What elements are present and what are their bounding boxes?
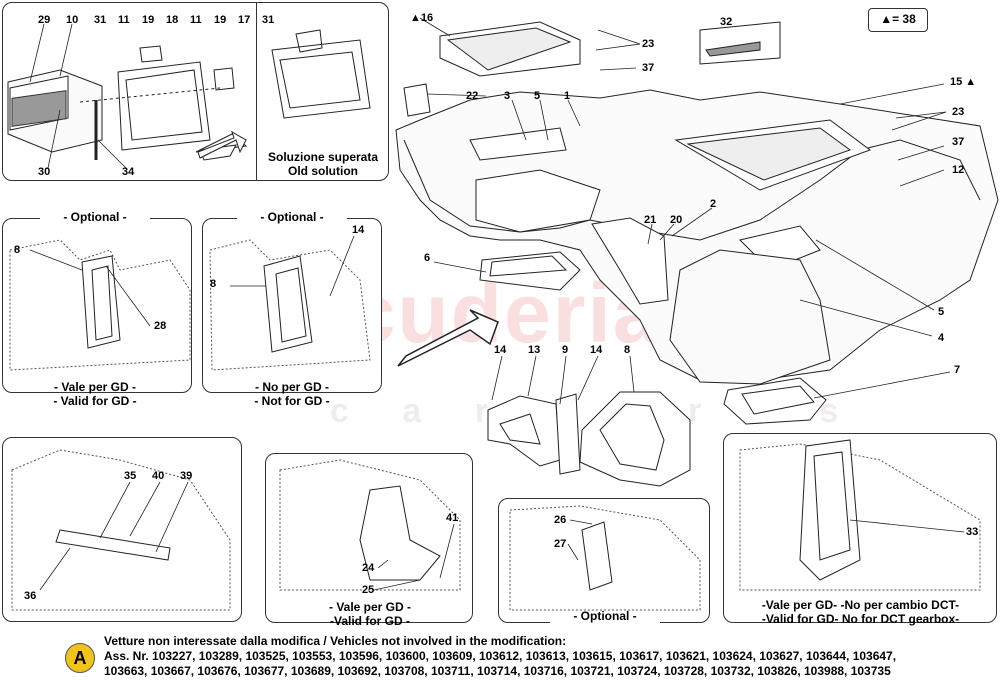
optional-title: - Optional -	[40, 210, 150, 224]
part-label: 5	[534, 90, 541, 102]
part-label: 26	[554, 514, 567, 526]
part-label: 8	[624, 344, 631, 356]
part-label: 29	[38, 14, 51, 26]
part-label: 23	[952, 106, 965, 118]
part-label: 18	[166, 14, 179, 26]
part-label: 24	[362, 562, 375, 574]
footer-line: Ass. Nr. 103227, 103289, 103525, 103553,…	[104, 649, 897, 663]
part-label: 32	[720, 16, 733, 28]
center-brackets-drawing	[487, 391, 691, 487]
leader-lines	[29, 17, 965, 591]
part-label: 14	[352, 224, 365, 236]
old-solution-arrow	[197, 130, 247, 159]
part-label: 30	[38, 166, 51, 178]
part-label: 22	[466, 90, 479, 102]
part-label: 12	[952, 164, 965, 176]
part-label: 8	[14, 244, 21, 256]
part-label: 35	[124, 470, 137, 482]
part-label: 40	[152, 470, 165, 482]
part-label: 41	[446, 512, 459, 524]
direction-arrow	[397, 309, 499, 367]
part-label: 14	[494, 344, 507, 356]
part-label: 13	[528, 344, 541, 356]
part-label: 11	[190, 14, 202, 26]
part-label: 11	[118, 14, 130, 26]
optional-title: - Optional -	[237, 210, 347, 224]
part-label: 25	[362, 584, 375, 596]
footer-line: Vetture non interessate dalla modifica /…	[104, 634, 567, 648]
legend-box: ▲= 38	[868, 8, 928, 32]
part-label: 27	[554, 538, 567, 550]
part-label: 33	[966, 526, 979, 538]
part-label: 3	[504, 90, 511, 102]
footer-note: Vetture non interessate dalla modifica /…	[104, 634, 1000, 684]
panel-caption: - No per GD -- Not for GD -	[254, 380, 330, 408]
part-label: 28	[154, 320, 167, 332]
part-label: 14	[590, 344, 603, 356]
part-label: 17	[238, 14, 251, 26]
part-label: 10	[66, 14, 79, 26]
part-label: 15 ▲	[950, 76, 977, 88]
part-label: 34	[122, 166, 135, 178]
panel-caption: - Vale per GD --Valid for GD -	[328, 600, 412, 628]
part-label: 1	[564, 90, 571, 102]
part-label: 8	[210, 278, 217, 290]
part-label: 36	[24, 590, 37, 602]
part-label: 37	[642, 62, 655, 74]
part-label: 7	[954, 364, 961, 376]
floor-carpet-drawing	[395, 21, 999, 425]
part-label: 4	[938, 332, 945, 344]
part-label: 6	[424, 252, 431, 264]
part-label: 19	[142, 14, 155, 26]
note-badge-a: A	[65, 643, 95, 673]
ecu-board-drawing	[7, 29, 371, 161]
part-label: 5	[938, 306, 945, 318]
part-label: 39	[180, 470, 193, 482]
part-label: 31	[262, 14, 275, 26]
part-label: 21	[644, 214, 657, 226]
panel-trunk-detail	[2, 437, 242, 622]
panel-divider	[256, 2, 257, 181]
part-label: ▲16	[410, 12, 434, 24]
part-label: 31	[94, 14, 107, 26]
part-label: 20	[670, 214, 683, 226]
part-label: 37	[952, 136, 965, 148]
part-label: 9	[562, 344, 569, 356]
optional-panels-drawing	[9, 239, 981, 611]
optional-title: - Optional -	[550, 609, 660, 623]
panel-caption: - Vale per GD -- Valid for GD -	[53, 380, 137, 408]
panel-dct	[723, 433, 997, 623]
panel-caption: -Vale per GD- -No per cambio DCT--Valid …	[761, 598, 960, 626]
part-label: 2	[710, 198, 717, 210]
part-label: 23	[642, 38, 655, 50]
footer-line: 103663, 103667, 103676, 103677, 103689, …	[104, 664, 891, 678]
part-label: 19	[214, 14, 227, 26]
